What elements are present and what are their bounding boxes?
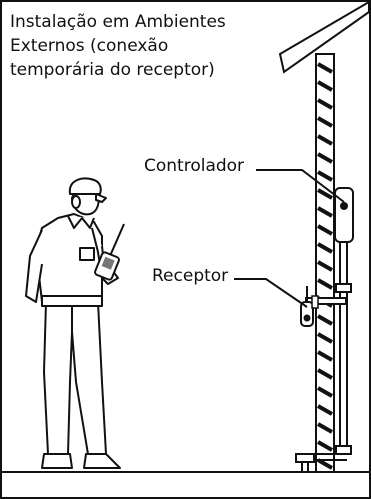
receiver-label: Receptor: [152, 266, 229, 286]
title-line: Externos (conexão: [10, 36, 169, 56]
receiver-device: [300, 286, 347, 327]
controller-leader-line: [256, 169, 345, 203]
technician-figure: [25, 177, 121, 469]
controller-label: Controlador: [144, 156, 245, 176]
wall-post: [315, 53, 335, 473]
roof-eave: [278, 2, 369, 74]
diagram-title: Instalação em Ambientes Externos (conexã…: [10, 10, 270, 82]
receiver-leader-line: [234, 278, 308, 308]
title-line: temporária do receptor): [10, 60, 215, 80]
controller-device: [334, 187, 354, 243]
title-line: Instalação em Ambientes: [10, 12, 226, 32]
pipe: [295, 242, 352, 472]
handheld-device: [94, 223, 125, 281]
